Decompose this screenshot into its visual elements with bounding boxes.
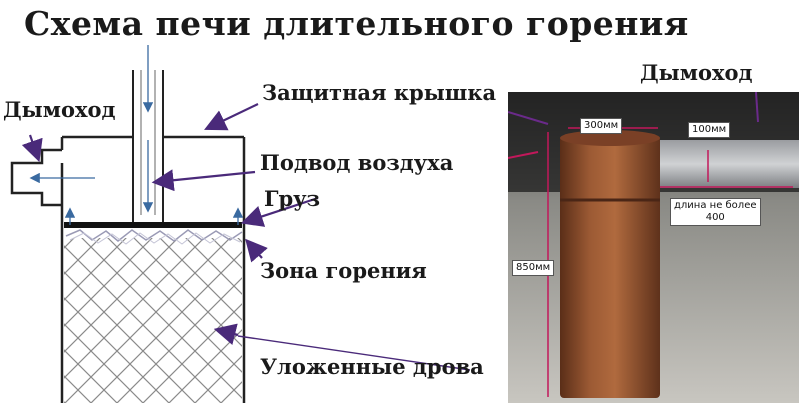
photo-drawing <box>508 92 799 403</box>
dim-height: 850мм <box>512 260 555 276</box>
stove-photo: 300мм 100мм 850мм длина не более 400 <box>508 92 799 403</box>
label-chimney-right: Дымоход <box>640 60 753 85</box>
dim-length: длина не более 400 <box>670 198 761 226</box>
label-combustion-zone: Зона горения <box>260 258 427 283</box>
weight-plate <box>64 222 242 228</box>
barrel <box>560 136 660 398</box>
label-arrows <box>21 103 319 345</box>
label-stacked-wood: Уложенные дрова <box>260 354 484 379</box>
chimney-pipe <box>658 140 799 188</box>
label-air-supply: Подвод воздуха <box>260 150 454 175</box>
stove-body <box>10 135 246 403</box>
label-weight: Груз <box>264 186 321 211</box>
label-protective-lid: Защитная крышка <box>262 80 497 105</box>
dim-diameter: 300мм <box>580 118 623 134</box>
stove-schematic <box>10 45 471 403</box>
flow-arrows <box>29 45 244 225</box>
dim-length-line1: длина не более <box>674 200 757 211</box>
label-chimney-left: Дымоход <box>3 97 116 122</box>
firewood-mesh <box>64 238 242 403</box>
dim-length-line2: 400 <box>705 212 725 223</box>
combustion-zigzag <box>65 229 243 242</box>
dim-pipe: 100мм <box>688 122 731 138</box>
page-title: Схема печи длительного горения <box>24 4 689 43</box>
